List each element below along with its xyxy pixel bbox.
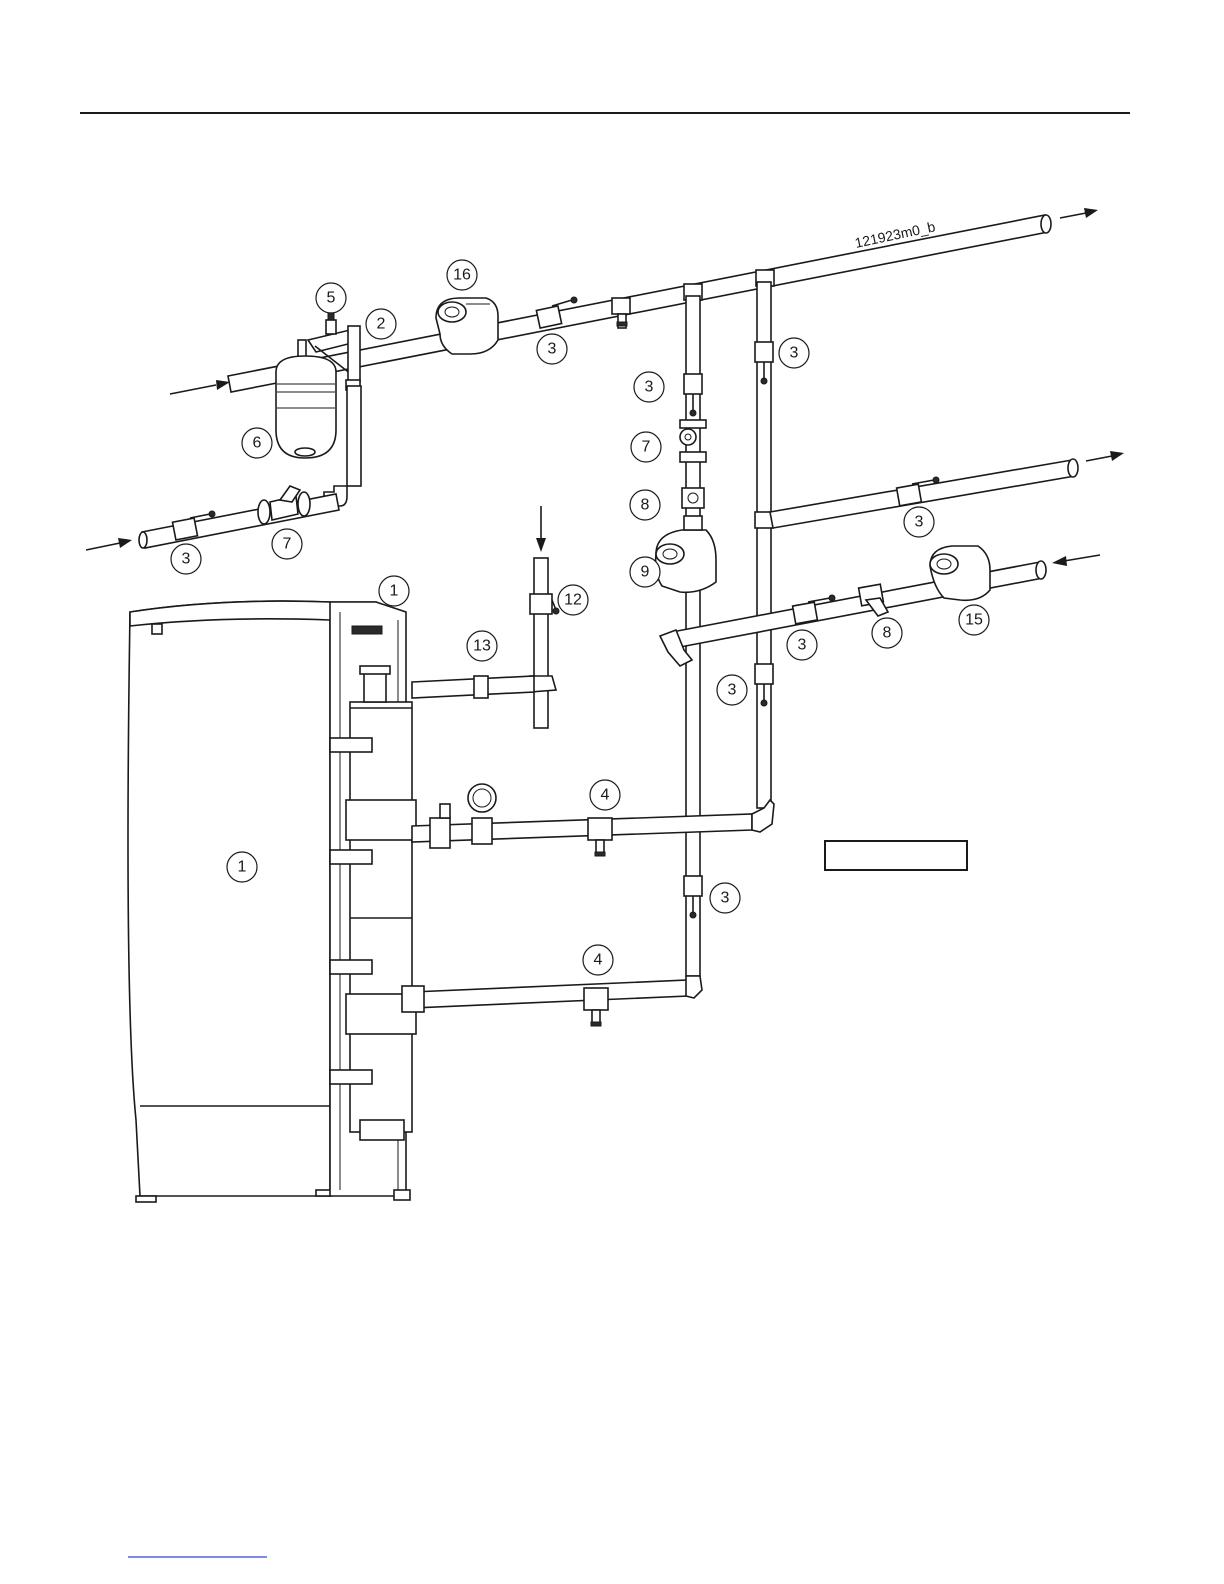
callout-4: 4 [583,945,613,975]
return-pipe-lower [402,976,702,1026]
hydraulic-separator [346,666,416,1140]
svg-text:3: 3 [645,379,654,396]
svg-text:2: 2 [377,316,386,333]
boiler-branch-13 [412,676,534,698]
callout-7: 7 [631,432,661,462]
svg-text:1: 1 [390,583,399,600]
callout-3: 3 [634,372,664,402]
callout-13: 13 [467,631,497,661]
callout-5: 5 [316,283,346,313]
svg-text:15: 15 [965,612,983,629]
drain-tee-top [612,298,630,328]
outlet-arrow-branch-1 [1086,451,1124,461]
inlet-arrow-branch-2 [1052,555,1100,566]
svg-text:7: 7 [283,536,292,553]
callout-2: 2 [366,309,396,339]
callout-8: 8 [872,618,902,648]
flow-check-valve-7 [680,420,706,462]
svg-text:4: 4 [601,787,610,804]
inlet-arrow-12 [536,506,546,552]
callout-15: 15 [959,605,989,635]
inlet-arrow-top [170,380,230,394]
callout-12: 12 [558,585,588,615]
svg-text:3: 3 [548,341,557,358]
svg-text:13: 13 [473,638,491,655]
callout-6: 6 [242,428,272,458]
callout-3: 3 [537,334,567,364]
svg-text:16: 16 [453,267,471,284]
svg-text:8: 8 [883,625,892,642]
circulator-pump-16 [436,298,498,354]
svg-text:3: 3 [798,637,807,654]
strainer-8-vertical [682,488,704,508]
callout-3: 3 [717,675,747,705]
callout-3: 3 [904,507,934,537]
outlet-arrow-top [1060,208,1098,218]
svg-text:5: 5 [327,290,336,307]
svg-text:6: 6 [253,435,262,452]
blank-label-box [825,841,967,870]
svg-text:1: 1 [238,859,247,876]
svg-text:4: 4 [594,952,603,969]
vertical-pipe-12 [530,558,559,728]
callout-8: 8 [630,490,660,520]
svg-text:9: 9 [641,564,650,581]
circulator-pump-15 [930,546,990,600]
svg-text:7: 7 [642,439,651,456]
svg-text:3: 3 [728,682,737,699]
callout-3: 3 [779,338,809,368]
svg-text:3: 3 [182,551,191,568]
callout-9: 9 [630,557,660,587]
svg-text:12: 12 [564,592,582,609]
callout-3: 3 [787,630,817,660]
svg-text:8: 8 [641,497,650,514]
callout-3: 3 [710,883,740,913]
callout-7: 7 [272,529,302,559]
svg-text:3: 3 [790,345,799,362]
circulator-pump-9 [656,516,716,592]
callout-16: 16 [447,260,477,290]
svg-text:3: 3 [915,514,924,531]
callout-1: 1 [379,576,409,606]
callout-4: 4 [590,780,620,810]
svg-text:3: 3 [721,890,730,907]
inlet-arrow-lower [86,538,132,550]
callout-1: 1 [227,852,257,882]
callout-3: 3 [171,544,201,574]
